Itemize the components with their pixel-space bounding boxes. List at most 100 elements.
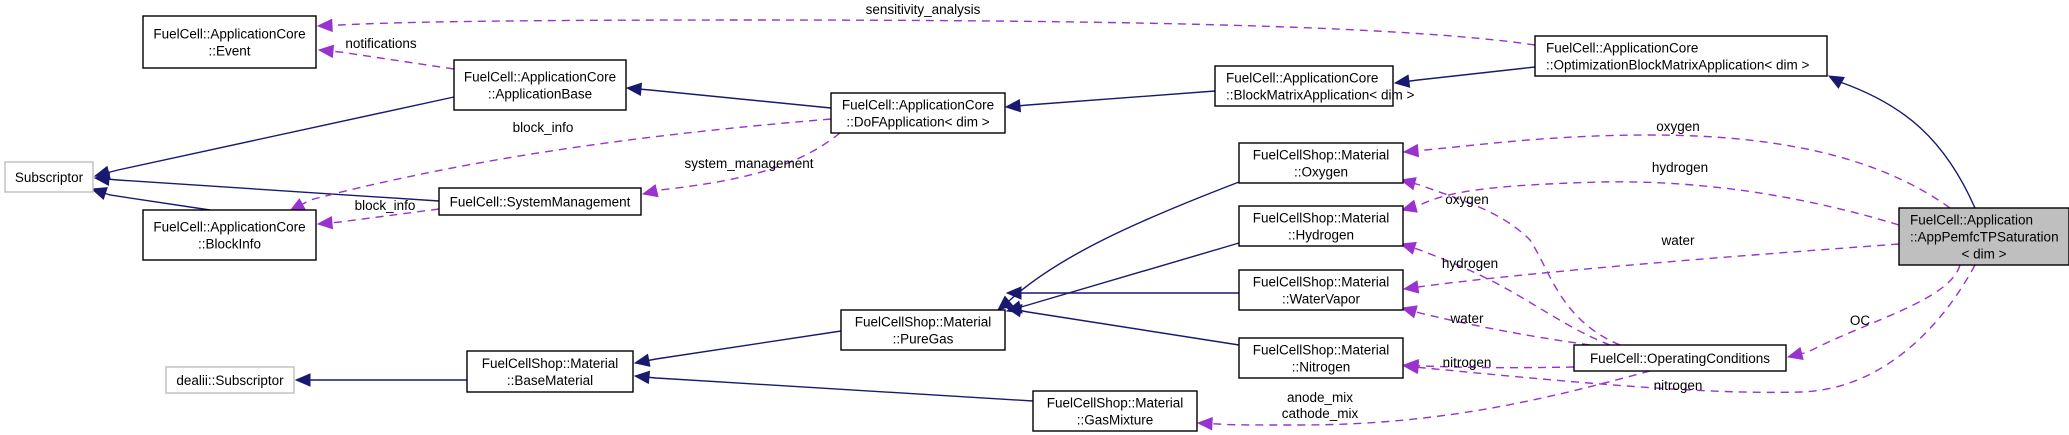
class-name-line: FuelCell::OperatingConditions [1590,351,1770,366]
edge-line [1207,370,1651,426]
inheritance-edge-system-management-to-subscriptor [93,172,440,202]
class-name-line: FuelCell::ApplicationCore [153,27,305,42]
edge-label-e29: anode_mix [1287,390,1353,405]
class-box[interactable] [142,15,317,69]
usage-arrowhead-icon [317,44,335,59]
usage-edge-app-pemfc-tp-saturation-to-oxygen [1402,134,1951,209]
class-name-line: FuelCell::ApplicationCore [153,220,305,235]
edge-line [1834,78,1976,209]
class-name-line: FuelCell::ApplicationCore [1226,71,1378,86]
class-node-block-info[interactable]: FuelCell::ApplicationCore::BlockInfo [142,209,317,261]
inheritance-edge-app-pemfc-tp-saturation-to-optimization-block-matrix-application [1827,75,1976,209]
edge-line [1410,246,1611,346]
edge-label-e21: hydrogen [1652,160,1708,175]
class-node-event[interactable]: FuelCell::ApplicationCore::Event [142,15,317,69]
usage-arrowhead-icon [316,215,334,230]
class-node-application-base[interactable]: FuelCell::ApplicationCore::ApplicationBa… [453,59,627,111]
class-box[interactable] [438,187,642,216]
inheritance-arrowhead-icon [1827,75,1845,89]
class-node-water-vapor[interactable]: FuelCellShop::Material::WaterVapor [1238,269,1404,311]
class-box[interactable] [1238,142,1404,184]
class-name-line: < dim > [1961,247,2006,262]
class-box[interactable] [1238,269,1404,311]
class-box[interactable] [1573,344,1787,372]
class-name-line: ::BlockMatrixApplication< dim > [1226,88,1414,103]
class-node-optimization-block-matrix-application[interactable]: FuelCell::ApplicationCore::OptimizationB… [1534,35,1828,77]
class-node-subscriptor[interactable]: Subscriptor [4,161,94,193]
inheritance-arrowhead-icon [633,353,651,367]
usage-edge-operating-conditions-to-gas-mixture [1196,370,1651,431]
class-name-line: Subscriptor [15,170,84,185]
class-node-system-management[interactable]: FuelCell::SystemManagement [438,187,642,216]
class-box[interactable] [1214,65,1394,107]
edge-line [645,376,1034,402]
edge-line [328,19,1536,46]
class-node-base-material[interactable]: FuelCellShop::Material::BaseMaterial [466,350,634,393]
inheritance-arrowhead-icon [625,82,643,96]
usage-edge-app-pemfc-tp-saturation-to-hydrogen [1400,181,1900,226]
usage-edge-system-management-to-block-info [316,208,440,230]
class-name-line: FuelCell::ApplicationCore [1546,41,1698,56]
edge-line [299,118,832,207]
class-box[interactable] [1032,390,1198,432]
class-box[interactable] [142,209,317,261]
edge-label-e23: OC [1850,313,1871,328]
class-node-block-matrix-application[interactable]: FuelCell::ApplicationCore::BlockMatrixAp… [1214,65,1414,107]
class-name-line: FuelCell::Application [1910,213,2033,228]
inheritance-edge-oxygen-to-pure-gas [997,181,1240,311]
usage-edge-app-pemfc-tp-saturation-to-water-vapor [1402,243,1900,294]
class-name-line: ::BaseMaterial [507,373,593,388]
class-box[interactable] [840,309,1006,351]
class-node-operating-conditions[interactable]: FuelCell::OperatingConditions [1573,344,1787,372]
class-name-line: ::BlockInfo [198,237,261,252]
edge-label-e17: block_info [513,120,574,135]
usage-edge-dof-application-to-system-management [641,132,841,198]
usage-arrowhead-icon [1786,346,1804,361]
inheritance-edge-water-vapor-to-pure-gas [1005,286,1239,300]
edge-label-e18: block_info [355,198,416,213]
edge-labels-layer: sensitivity_analysisnotificationsblock_i… [345,2,1870,421]
usage-edge-operating-conditions-to-hydrogen [1399,241,1611,346]
class-name-line: FuelCellShop::Material [1047,396,1184,411]
edge-line [651,132,841,193]
class-node-pure-gas[interactable]: FuelCellShop::Material::PureGas [840,309,1006,351]
class-box[interactable] [1238,205,1404,247]
inheritance-arrowhead-icon [1005,304,1023,318]
class-box[interactable] [165,366,295,394]
inheritance-arrowhead-icon [294,373,311,387]
class-node-nitrogen[interactable]: FuelCellShop::Material::Nitrogen [1238,337,1404,379]
class-box[interactable] [466,350,634,393]
class-node-oxygen[interactable]: FuelCellShop::Material::Oxygen [1238,142,1404,184]
usage-arrowhead-icon [1399,177,1417,191]
edge-line [1410,309,1591,346]
class-node-dof-application[interactable]: FuelCell::ApplicationCore::DoFApplicatio… [830,92,1006,134]
class-box[interactable] [830,92,1006,134]
usage-edge-operating-conditions-to-water-vapor [1400,305,1591,346]
class-name-line: FuelCellShop::Material [855,315,992,330]
edge-line [328,208,440,224]
class-box[interactable] [1238,337,1404,379]
edge-line [1016,90,1216,107]
usage-arrowhead-icon [1402,143,1420,158]
class-box[interactable] [453,59,627,111]
usage-arrowhead-icon [1400,305,1418,319]
edge-line [1414,243,1900,289]
usage-edge-app-pemfc-tp-saturation-to-operating-conditions [1786,264,1961,361]
edge-label-e24: nitrogen [1654,378,1703,393]
class-node-gas-mixture[interactable]: FuelCellShop::Material::GasMixture [1032,390,1198,432]
edge-label-e20: oxygen [1656,119,1700,134]
edge-line [106,96,455,174]
class-node-app-pemfc-tp-saturation[interactable]: FuelCell::Application::AppPemfcTPSaturat… [1898,207,2069,266]
class-box[interactable] [4,161,94,193]
class-node-dealii-subscriptor[interactable]: dealii::Subscriptor [165,366,295,394]
usage-arrowhead-icon [1400,199,1418,213]
edge-line [1017,309,1240,346]
edge-line [1410,181,1900,226]
class-name-line: ::AppPemfcTPSaturation [1910,230,2059,245]
class-box[interactable] [1898,207,2069,266]
inheritance-edge-nitrogen-to-pure-gas [1005,304,1240,346]
class-node-hydrogen[interactable]: FuelCellShop::Material::Hydrogen [1238,205,1404,247]
class-box[interactable] [1534,35,1828,77]
inheritance-edge-pure-gas-to-base-material [633,330,842,367]
